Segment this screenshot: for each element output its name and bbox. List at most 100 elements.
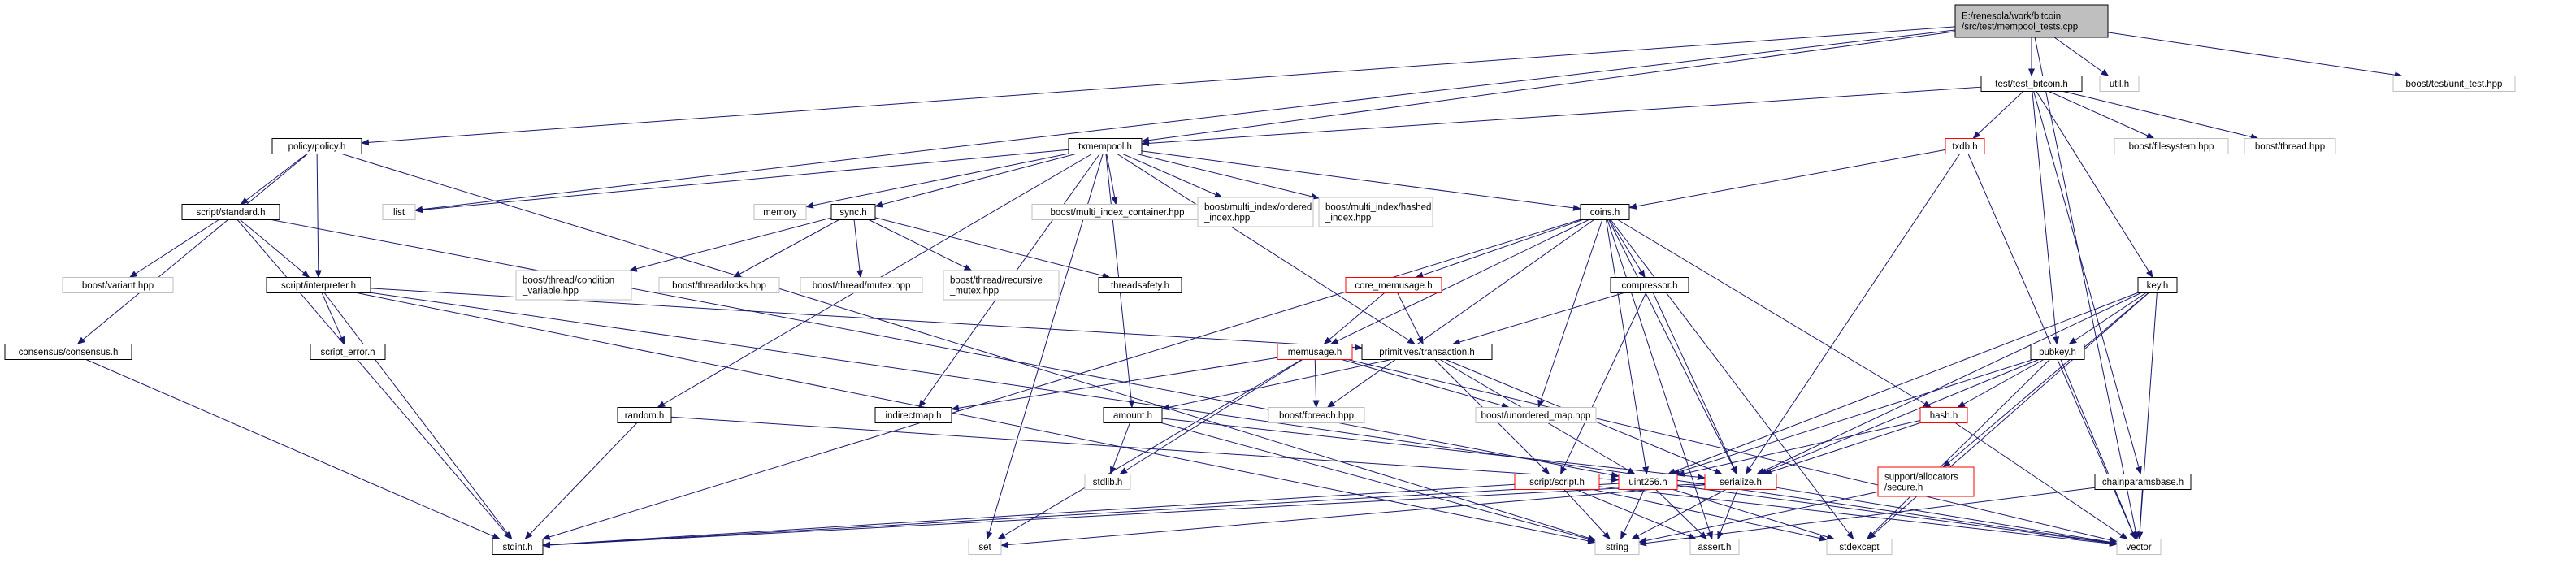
node-label: boost/thread/condition [523, 276, 614, 286]
node-utilh: util.h [2099, 76, 2140, 92]
edge-chainparamsbase-to-string [1638, 487, 2096, 547]
node-core_memusage[interactable]: core_memusage.h [1345, 277, 1442, 293]
edge-script_standard-to-interpreter [240, 219, 310, 279]
node-indirectmap[interactable]: indirectmap.h [874, 407, 952, 423]
edge-serialize-to-vector [1776, 487, 2118, 546]
node-label: random.h [625, 411, 665, 421]
node-label: key.h [2147, 281, 2169, 291]
node-serialize[interactable]: serialize.h [1704, 474, 1777, 490]
edge-key-to-pubkey [2068, 292, 2147, 345]
edge-script_script-to-vector [1598, 486, 2118, 547]
node-uint256[interactable]: uint256.h [1618, 474, 1678, 490]
node-label: boost/multi_index_container.hpp [1051, 208, 1185, 218]
node-box [1945, 138, 1985, 154]
node-label: E:/renesola/work/bitcoin [1962, 12, 2061, 22]
node-label: pubkey.h [2039, 348, 2076, 357]
node-box [658, 277, 780, 293]
node-memusage[interactable]: memusage.h [1277, 344, 1353, 360]
node-script_standard[interactable]: script/standard.h [181, 204, 280, 220]
edge-coins-to-uint256 [1606, 219, 1650, 475]
node-amount[interactable]: amount.h [1103, 407, 1163, 423]
node-label: script/standard.h [196, 208, 265, 218]
node-box [830, 204, 876, 220]
node-script_error[interactable]: script_error.h [310, 344, 386, 360]
node-label: script_error.h [320, 348, 375, 357]
node-box [2137, 277, 2178, 293]
node-label: serialize.h [1720, 478, 1762, 487]
node-label: compressor.h [1621, 281, 1677, 291]
node-label: script/script.h [1529, 478, 1585, 487]
edge-script_script-to-assert [1575, 489, 1697, 539]
node-box [1103, 407, 1163, 423]
node-label: script/interpreter.h [281, 281, 356, 291]
node-pubkey[interactable]: pubkey.h [2030, 344, 2085, 360]
node-label: assert.h [1698, 543, 1732, 552]
node-compressor[interactable]: compressor.h [1610, 277, 1689, 293]
node-txdb[interactable]: txdb.h [1945, 138, 1985, 154]
edge-script_script-to-stdint [542, 483, 1516, 548]
node-label: memory [763, 208, 797, 218]
node-hash[interactable]: hash.h [1919, 407, 1968, 423]
edge-root-to-unit_test [2107, 32, 2403, 79]
node-script_script[interactable]: script/script.h [1514, 474, 1600, 490]
edge-test_bitcoin-to-txdb [1972, 91, 2024, 140]
edge-script_standard-to-variant [128, 219, 219, 279]
edge-coins-to-compressor [1609, 219, 1646, 279]
edge-txmempool-to-hashed_index [1136, 154, 1320, 200]
edge-root-to-list [414, 29, 1956, 213]
node-test_bitcoin[interactable]: test/test_bitcoin.h [1980, 76, 2083, 92]
edge-serialize-to-set [1000, 484, 1706, 548]
edge-txmempool-to-memory [805, 153, 1069, 209]
edge-random-to-stdint [524, 422, 638, 540]
edge-script_standard-to-stdint [236, 219, 512, 540]
node-ordered_index: boost/multi_index/ordered_index.hpp [1197, 197, 1314, 227]
edge-hash-to-vector [1954, 422, 2128, 540]
edge-pubkey-to-hash [1957, 359, 2045, 408]
node-primitives_tx[interactable]: primitives/transaction.h [1361, 344, 1493, 360]
node-box [181, 204, 280, 220]
node-label: boost/unordered_map.hpp [1481, 411, 1591, 421]
edge-interpreter-to-stdint [323, 292, 513, 540]
edge-interpreter-to-string [357, 292, 1596, 544]
edge-script_script-to-stdexcept [1593, 489, 1828, 542]
edge-key-to-uint256 [1667, 292, 2139, 474]
edge-coins-to-core_memusage [1415, 219, 1583, 279]
edge-primitives_tx-to-amount [1161, 359, 1392, 411]
node-label: /secure.h [1884, 483, 1923, 493]
node-policy[interactable]: policy/policy.h [271, 138, 362, 154]
node-coins[interactable]: coins.h [1580, 204, 1630, 220]
node-threadsafety[interactable]: threadsafety.h [1098, 277, 1182, 293]
node-box [1361, 344, 1493, 360]
node-foreach: boost/foreach.hpp [1268, 407, 1365, 423]
edge-coins-to-memusage [1329, 219, 1589, 344]
node-stdint[interactable]: stdint.h [492, 539, 544, 555]
edge-memusage-to-set [997, 359, 1303, 540]
node-label: stdint.h [502, 543, 532, 552]
edge-key-to-serialize [1756, 292, 2142, 474]
node-sync[interactable]: sync.h [830, 204, 876, 220]
node-consensus[interactable]: consensus/consensus.h [4, 344, 132, 360]
edge-serialize-to-assert [1717, 489, 1738, 540]
node-box [2116, 539, 2162, 555]
node-label: policy/policy.h [288, 142, 346, 152]
node-label: string [1606, 543, 1628, 552]
node-key[interactable]: key.h [2137, 277, 2178, 293]
edge-test_bitcoin-to-thread [2063, 91, 2259, 141]
node-label: indirectmap.h [885, 411, 941, 421]
node-box [1689, 539, 1740, 555]
node-root[interactable]: E:/renesola/work/bitcoin/src/test/mempoo… [1954, 4, 2109, 38]
edge-pubkey-to-uint256 [1671, 359, 2034, 475]
edge-amount-to-serialize [1161, 418, 1706, 481]
node-chainparamsbase[interactable]: chainparamsbase.h [2094, 474, 2192, 490]
node-box [1098, 277, 1182, 293]
node-random[interactable]: random.h [617, 407, 672, 423]
node-allocators_secure[interactable]: support/allocators/secure.h [1877, 466, 1975, 497]
node-locks: boost/thread/locks.hpp [658, 277, 780, 293]
node-interpreter[interactable]: script/interpreter.h [266, 277, 371, 293]
edge-txmempool-to-ordered_index [1122, 154, 1223, 198]
nodes-layer: E:/renesola/work/bitcoin/src/test/mempoo… [4, 4, 2516, 555]
edge-uint256-to-stdint [542, 483, 1620, 548]
node-txmempool[interactable]: txmempool.h [1068, 138, 1143, 154]
edge-consensus-to-stdint [85, 359, 501, 539]
edge-allocators_secure-to-string [1638, 491, 1879, 544]
